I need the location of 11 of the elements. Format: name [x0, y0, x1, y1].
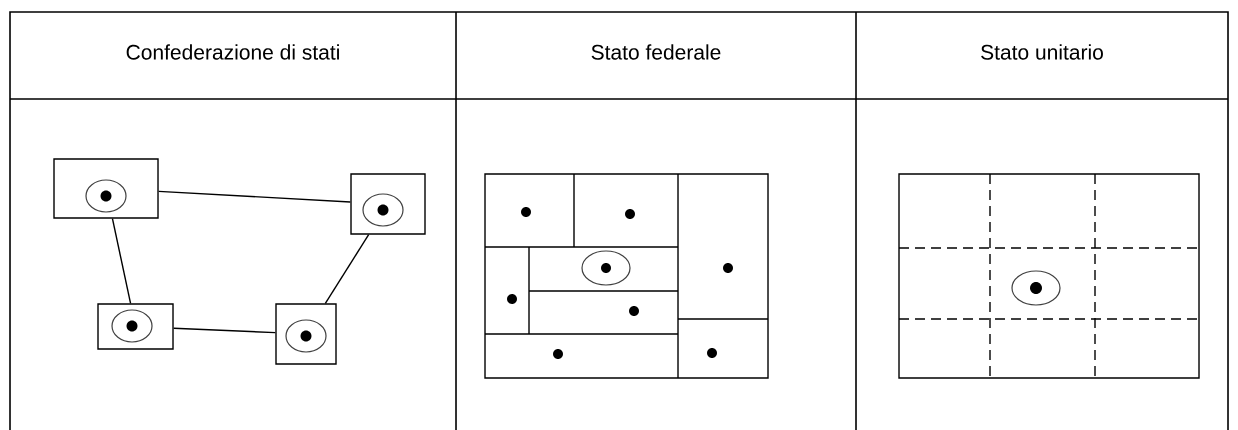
connector-line — [158, 190, 351, 203]
connector-line — [111, 218, 132, 304]
state-box — [350, 173, 426, 235]
column-heading: Stato unitario — [981, 44, 1103, 60]
connector-line — [324, 234, 370, 304]
state-box — [53, 158, 159, 219]
state-box — [275, 303, 337, 365]
connector-line — [173, 327, 276, 334]
column-heading: Stato federale — [591, 44, 721, 60]
state-box — [97, 303, 174, 350]
column-heading: Confederazione di stati — [126, 44, 339, 60]
